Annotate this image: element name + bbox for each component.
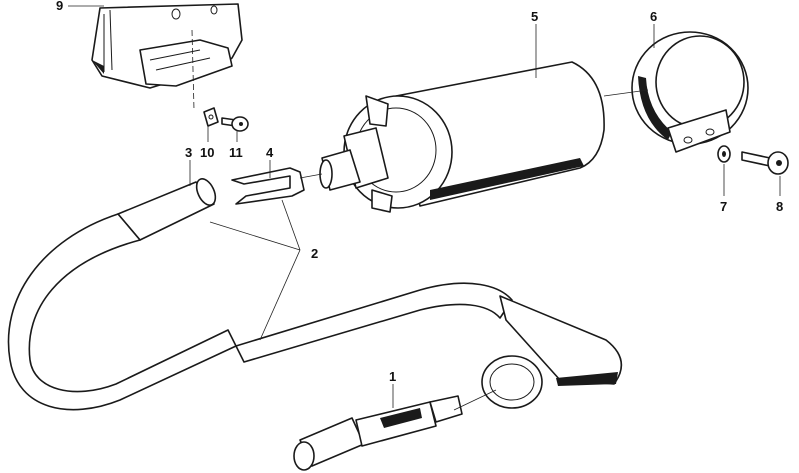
part-7-washer	[717, 145, 731, 163]
callout-6: 6	[650, 9, 657, 24]
callout-8: 8	[776, 199, 783, 214]
callout-labels: 1 2 3 4 5 6 7 8 9 10 11	[56, 0, 783, 384]
part-10-washer	[203, 107, 219, 127]
part-6-clamp-ring	[631, 31, 749, 153]
callout-4: 4	[266, 145, 274, 160]
part-5-ignition-coil	[319, 61, 605, 213]
callout-11: 11	[229, 145, 243, 160]
part-9-bracket	[91, 3, 243, 89]
callout-1: 1	[389, 369, 396, 384]
callout-2: 2	[311, 246, 318, 261]
leader-lines	[68, 5, 781, 411]
callout-3: 3	[185, 145, 192, 160]
callout-5: 5	[531, 9, 538, 24]
part-8-bolt	[741, 151, 789, 175]
part-4-clip	[231, 167, 305, 205]
part-11-screw	[221, 116, 249, 132]
callout-10: 10	[200, 145, 214, 160]
callout-9: 9	[56, 0, 63, 13]
part-3-boot-and-cable	[7, 178, 513, 411]
part-1-spark-plug	[293, 395, 463, 471]
callout-7: 7	[720, 199, 727, 214]
spark-plug-connector	[481, 295, 623, 409]
